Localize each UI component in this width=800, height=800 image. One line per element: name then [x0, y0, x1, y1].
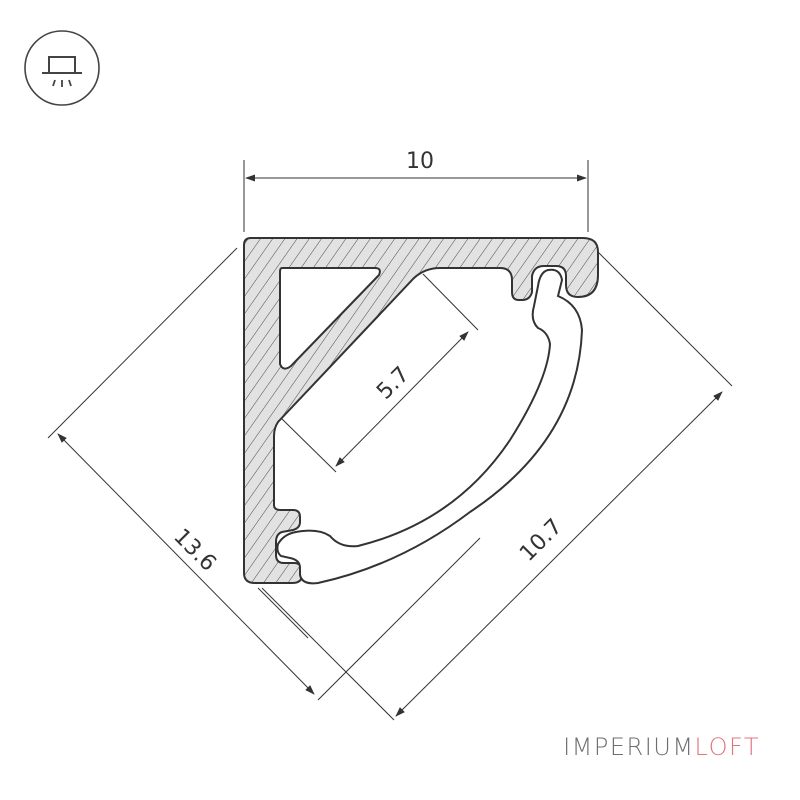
ceiling-light-icon — [24, 30, 100, 106]
dimension-inner-label: 5.7 — [372, 362, 414, 404]
logo-part-1: IMPERIUM — [563, 733, 695, 761]
logo-part-2: LOFT — [694, 733, 760, 761]
dimension-width: 10 — [243, 149, 589, 232]
dimension-width-label: 10 — [406, 149, 434, 174]
dimension-right-label: 10.7 — [515, 514, 567, 566]
dimension-left-label: 13.6 — [168, 524, 220, 576]
brand-logo: IMPERIUMLOFT — [563, 733, 760, 761]
